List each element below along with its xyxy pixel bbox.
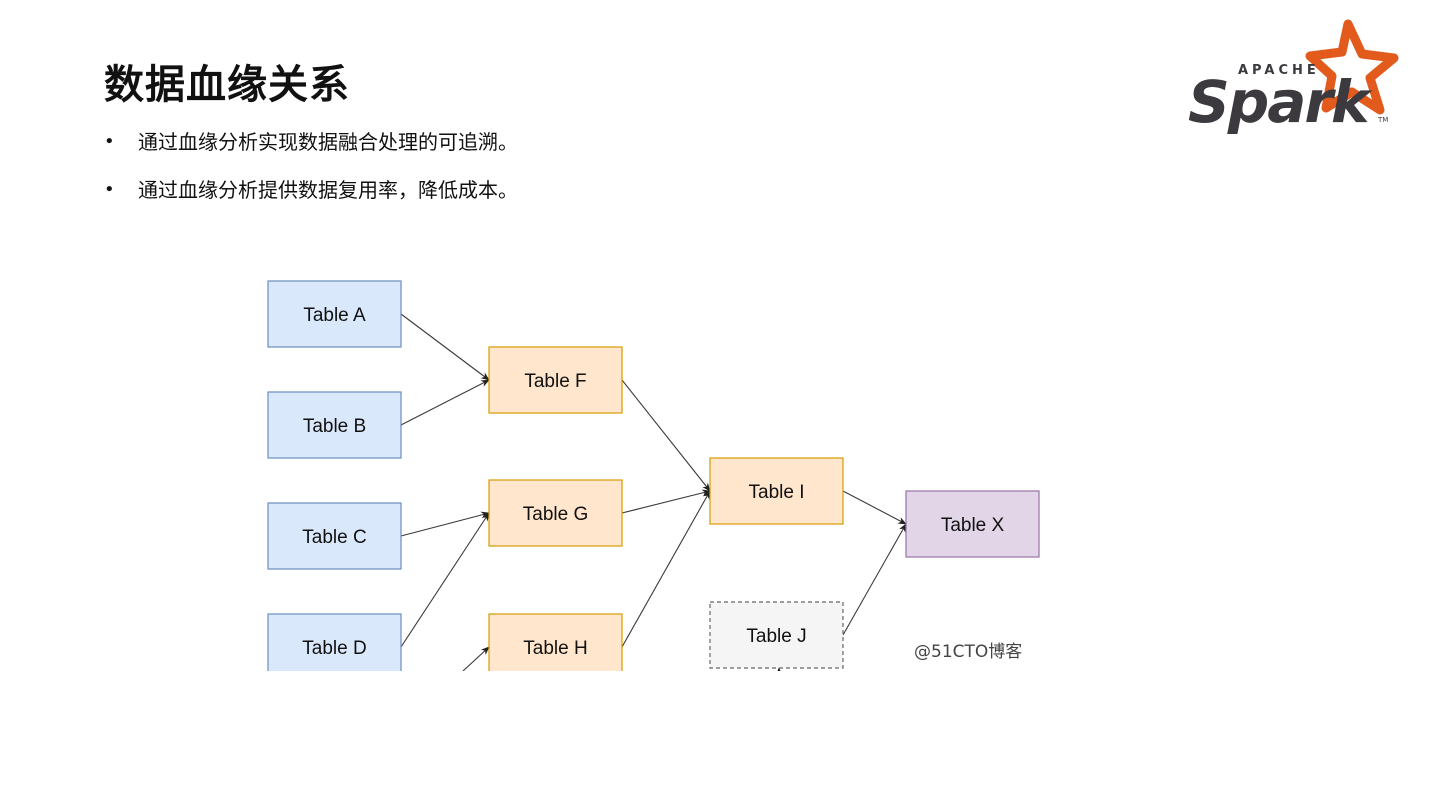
- table-node-label: Table C: [302, 527, 366, 548]
- logo-tagline: APACHE: [1238, 63, 1320, 78]
- table-node-box: [267, 613, 402, 671]
- bullet-list: • 通过血缘分析实现数据融合处理的可追溯。 • 通过血缘分析提供数据复用率，降低…: [104, 130, 518, 226]
- table-node-box: [267, 502, 402, 570]
- table-node-box: [488, 346, 623, 414]
- edge-a-to-f: [400, 313, 490, 381]
- bullet-text: 通过血缘分析提供数据复用率，降低成本。: [138, 178, 518, 202]
- edge-c-to-g: [400, 511, 490, 537]
- table-node-box: [488, 613, 623, 671]
- edge-into-table-h: [462, 646, 490, 671]
- table-node-b: Table B: [267, 391, 402, 459]
- table-node-label: Table I: [749, 482, 805, 503]
- table-node-g: Table G: [488, 479, 623, 547]
- table-node-label: Table H: [523, 638, 587, 659]
- slide-title: 数据血缘关系: [104, 61, 350, 108]
- bullet-item: • 通过血缘分析实现数据融合处理的可追溯。: [104, 130, 518, 154]
- table-node-label: Table F: [524, 371, 586, 392]
- table-node-label: Table J: [746, 626, 806, 647]
- table-node-c: Table C: [267, 502, 402, 570]
- bullet-item: • 通过血缘分析提供数据复用率，降低成本。: [104, 178, 518, 202]
- table-node-h: Table H: [488, 613, 623, 671]
- table-node-box: [709, 601, 844, 669]
- table-node-label: Table G: [523, 504, 588, 525]
- logo-wordmark: Spark: [1188, 68, 1373, 136]
- watermark: @51CTO博客: [914, 642, 1022, 662]
- edges-layer: [400, 313, 907, 671]
- nodes-layer: Table A Table B Table C Table D Table F Table…: [267, 280, 1040, 671]
- table-node-label: Table B: [303, 416, 366, 437]
- table-node-a: Table A: [267, 280, 402, 348]
- edge-g-to-i: [621, 489, 711, 514]
- table-node-x: Table X: [905, 490, 1040, 558]
- table-node-box: [709, 457, 844, 525]
- bullet-text: 通过血缘分析实现数据融合处理的可追溯。: [138, 130, 518, 154]
- apache-spark-logo: APACHE Spark TM: [1188, 19, 1399, 136]
- edge-b-to-f: [400, 379, 490, 426]
- table-node-box: [488, 479, 623, 547]
- table-node-f: Table F: [488, 346, 623, 414]
- table-node-box: [905, 490, 1040, 558]
- table-node-box: [267, 280, 402, 348]
- table-node-label: Table X: [941, 515, 1005, 536]
- table-node-i: Table I: [709, 457, 844, 525]
- edge-i-to-x: [842, 490, 907, 525]
- bullet-marker: •: [104, 179, 115, 200]
- spark-star-icon: [1305, 19, 1399, 115]
- table-node-label: Table A: [303, 305, 366, 326]
- edge-h-to-i: [621, 490, 711, 648]
- table-node-j: Table J: [709, 601, 844, 669]
- bullet-marker: •: [104, 131, 115, 152]
- table-node-label: Table D: [302, 638, 366, 659]
- edge-f-to-i: [621, 379, 711, 492]
- table-node-d: Table D: [267, 613, 402, 671]
- logo-trademark: TM: [1377, 116, 1388, 124]
- edge-d-to-g: [400, 512, 490, 648]
- edge-j-to-x: [842, 523, 907, 636]
- table-node-box: [267, 391, 402, 459]
